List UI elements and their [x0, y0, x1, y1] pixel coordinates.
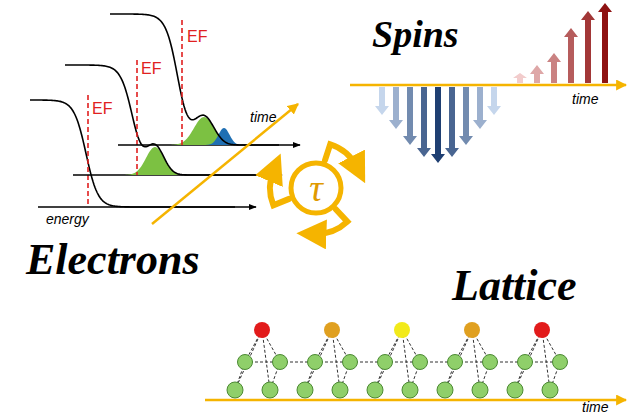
section-title: Spins — [372, 14, 459, 56]
displaced-atom — [464, 322, 480, 338]
section-title: Electrons — [26, 236, 200, 284]
time-axis — [350, 84, 626, 87]
lattice-atom — [227, 382, 243, 398]
lattice-atoms — [205, 322, 626, 400]
lattice-atom — [448, 355, 463, 370]
bond-line — [305, 330, 332, 390]
axis-label: time — [582, 400, 608, 415]
section-title: Lattice — [452, 262, 577, 310]
spin-up-arrow — [547, 53, 561, 83]
coupling-arrow — [325, 144, 357, 167]
lattice-atom — [343, 355, 358, 370]
lattice-atom — [413, 355, 428, 370]
axis-label: time — [572, 92, 598, 107]
spin-up-arrow — [581, 11, 595, 83]
lattice-atom — [297, 382, 313, 398]
spin-up-arrow — [513, 73, 527, 83]
tau-symbol: τ — [288, 160, 344, 216]
spin-up-arrow — [598, 3, 612, 83]
axis-label: energy — [46, 212, 89, 227]
lattice-atom — [553, 355, 568, 370]
lattice-atom — [542, 382, 558, 398]
fermi-level — [136, 60, 138, 175]
fermi-level-label: EF — [187, 28, 207, 46]
fermi-level — [181, 20, 183, 145]
spin-down-arrow — [445, 87, 459, 157]
lattice-atom — [367, 382, 383, 398]
spin-down-arrow — [487, 87, 501, 115]
displaced-atom — [324, 322, 340, 338]
fermi-curve — [110, 14, 279, 145]
time-axis — [205, 399, 626, 402]
axis-label: time — [250, 110, 276, 125]
bond-line — [542, 330, 550, 390]
lattice-atom — [378, 355, 393, 370]
electron-distributions — [30, 14, 300, 224]
lattice-atom — [483, 355, 498, 370]
lattice-atom — [332, 382, 348, 398]
fermi-level — [87, 95, 89, 207]
coupling-arrows — [270, 144, 357, 234]
bond-line — [262, 330, 270, 390]
fermi-level-label: EF — [92, 100, 112, 118]
displaced-atom — [534, 322, 550, 338]
bond-line — [472, 330, 480, 390]
lattice-atom — [437, 382, 453, 398]
bond-line — [402, 330, 410, 390]
spin-down-arrow — [403, 87, 417, 145]
bond-line — [332, 330, 340, 390]
spin-down-arrow — [375, 87, 389, 115]
excited-population — [202, 128, 245, 145]
displaced-atom — [394, 322, 410, 338]
lattice-atom — [507, 382, 523, 398]
lattice-atom — [262, 382, 278, 398]
lattice-atom — [402, 382, 418, 398]
lattice-atom — [472, 382, 488, 398]
lattice-atom — [308, 355, 323, 370]
spin-arrows — [350, 3, 626, 163]
bond-line — [375, 330, 402, 390]
lattice-atom — [518, 355, 533, 370]
tau-circle: τ — [288, 160, 344, 216]
bond-line — [445, 330, 472, 390]
lattice-atom — [273, 355, 288, 370]
excited-population — [119, 147, 190, 175]
bond-line — [515, 330, 542, 390]
fermi-level-label: EF — [141, 60, 161, 78]
spin-up-arrow — [530, 65, 544, 83]
displaced-atom — [254, 322, 270, 338]
lattice-atom — [238, 355, 253, 370]
spin-down-arrow — [431, 87, 445, 163]
bond-line — [235, 330, 262, 390]
spin-down-arrow — [389, 87, 403, 129]
spin-down-arrow — [473, 87, 487, 129]
time-axis — [152, 104, 298, 224]
spin-down-arrow — [459, 87, 473, 145]
spin-up-arrow — [564, 28, 578, 83]
spin-down-arrow — [417, 87, 431, 157]
coupling-arrow — [270, 170, 289, 205]
